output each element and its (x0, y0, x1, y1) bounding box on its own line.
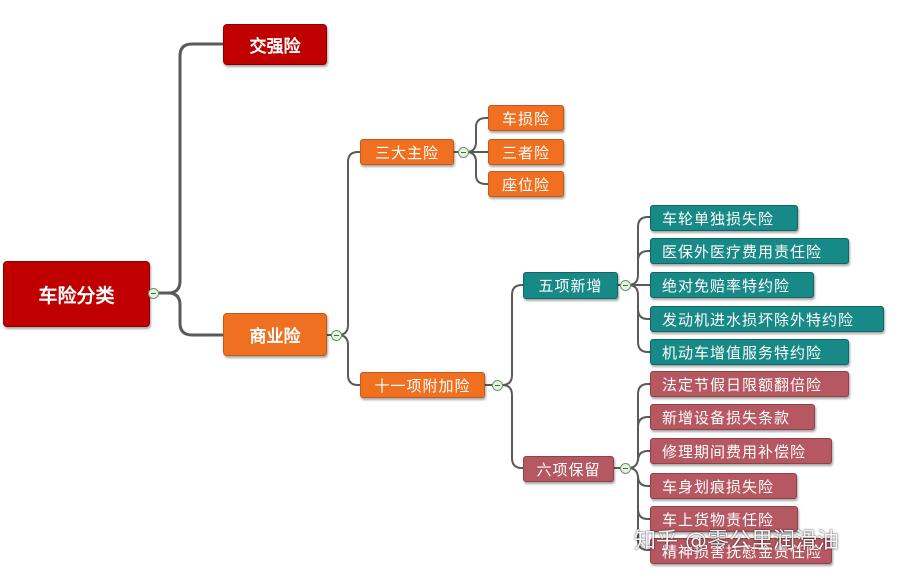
collapse-toggle-main-group[interactable] (458, 147, 469, 158)
new-addon-item-5[interactable]: 机动车增值服务特约险 (650, 339, 849, 365)
main-item-label: 三者险 (501, 143, 550, 162)
new-item-label: 医保外医疗费用责任险 (662, 242, 823, 261)
collapse-toggle-kept-group[interactable] (620, 463, 631, 474)
collapse-toggle-new-group[interactable] (620, 280, 631, 291)
kept-addon-item-3[interactable]: 修理期间费用补偿险 (650, 438, 832, 464)
compulsory-insurance-node[interactable]: 交强险 (223, 24, 327, 65)
addon-group-label: 十一项附加险 (374, 376, 471, 395)
kept-addon-item-4[interactable]: 车身划痕损失险 (650, 473, 797, 499)
main-insurance-item-2[interactable]: 三者险 (488, 139, 564, 165)
new-item-label: 绝对免赔率特约险 (662, 276, 791, 295)
kept-addon-item-2[interactable]: 新增设备损失条款 (650, 404, 815, 430)
main-insurance-item-1[interactable]: 车损险 (488, 105, 564, 131)
connector-root-commercial (166, 291, 224, 337)
connector-new-items (617, 216, 651, 353)
kept-item-label: 精神损害抚慰金责任险 (662, 542, 823, 561)
main-item-label: 座位险 (501, 175, 550, 194)
connector-commercial-addon (337, 334, 361, 386)
watermark: 知乎 @零公里润滑油 (634, 529, 839, 554)
connector-commercial-main (326, 151, 361, 336)
root-label: 车险分类 (38, 284, 115, 307)
kept-addons-group-node[interactable]: 六项保留 (523, 456, 614, 482)
commercial-label: 商业险 (249, 327, 301, 347)
collapse-toggle-addon-group[interactable] (492, 380, 503, 391)
collapse-toggle-commercial[interactable] (331, 330, 342, 341)
kept-addon-item-5[interactable]: 车上货物责任险 (650, 506, 798, 532)
kept-group-label: 六项保留 (536, 460, 601, 479)
main-group-label: 三大主险 (374, 143, 439, 162)
collapse-toggle-root[interactable] (148, 288, 159, 299)
kept-addon-item-6[interactable]: 精神损害抚慰金责任险 (650, 538, 832, 564)
kept-item-label: 车上货物责任险 (662, 510, 775, 529)
kept-item-label: 车身划痕损失险 (662, 477, 775, 496)
new-addon-item-1[interactable]: 车轮单独损失险 (650, 205, 798, 231)
kept-item-label: 新增设备损失条款 (662, 408, 791, 427)
commercial-insurance-node[interactable]: 商业险 (223, 313, 327, 356)
kept-addon-item-1[interactable]: 法定节假日限额翻倍险 (650, 371, 849, 397)
new-addon-item-2[interactable]: 医保外医疗费用责任险 (650, 238, 849, 264)
connector-root-compulsory (148, 42, 224, 295)
main-insurance-item-3[interactable]: 座位险 (488, 171, 564, 197)
kept-item-label: 法定节假日限额翻倍险 (662, 375, 823, 394)
connector-main-items (453, 117, 489, 185)
new-addons-group-node[interactable]: 五项新增 (523, 272, 618, 299)
addon-insurance-group-node[interactable]: 十一项附加险 (360, 372, 485, 398)
new-item-label: 发动机进水损坏除外特约险 (662, 310, 855, 329)
new-addon-item-3[interactable]: 绝对免赔率特约险 (650, 272, 814, 298)
new-item-label: 车轮单独损失险 (662, 209, 775, 228)
new-group-label: 五项新增 (538, 277, 603, 295)
compulsory-label: 交强险 (249, 37, 301, 57)
main-item-label: 车损险 (501, 109, 550, 128)
new-item-label: 机动车增值服务特约险 (662, 343, 823, 362)
new-addon-item-4[interactable]: 发动机进水损坏除外特约险 (650, 306, 884, 332)
kept-item-label: 修理期间费用补偿险 (662, 442, 807, 461)
main-insurance-group-node[interactable]: 三大主险 (360, 139, 454, 165)
mindmap-root-node[interactable]: 车险分类 (3, 261, 150, 327)
connector-addon-subgroups (484, 284, 524, 469)
connector-kept-items (613, 383, 651, 551)
